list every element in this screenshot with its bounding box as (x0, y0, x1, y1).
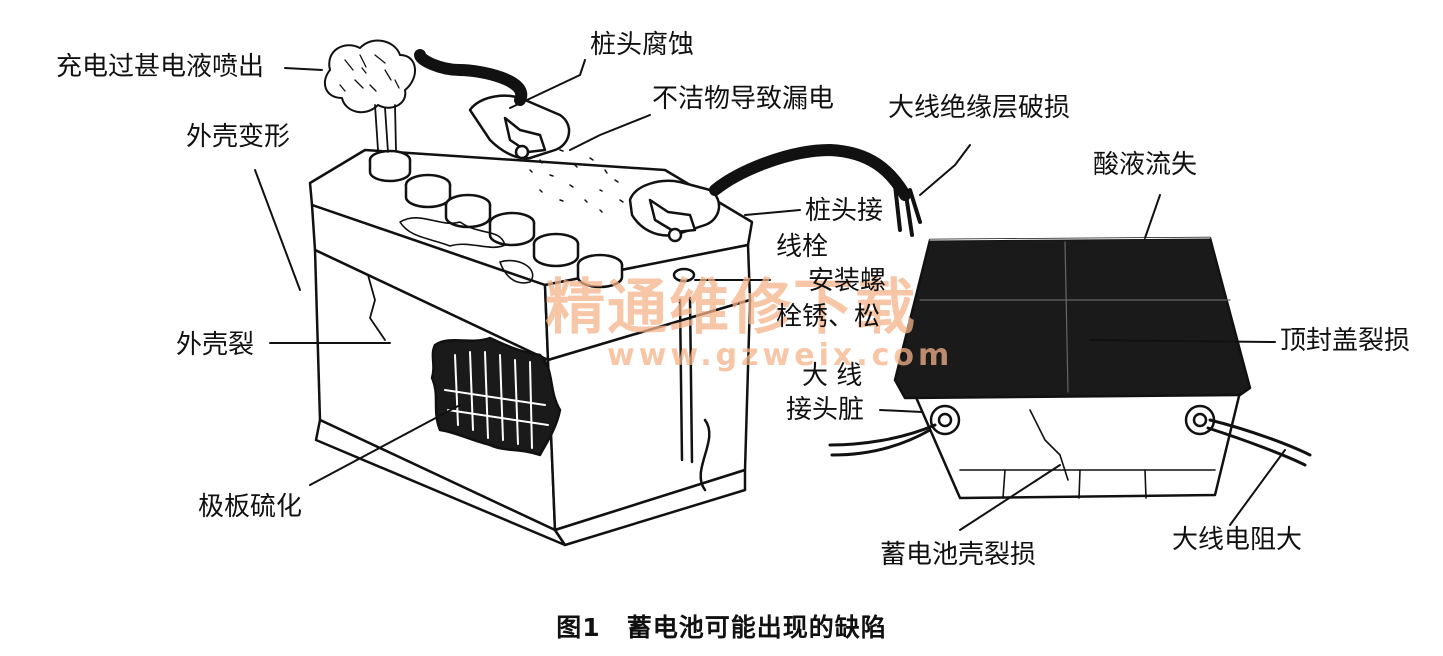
label-case-crack: 外壳裂 (176, 330, 255, 360)
label-top-cover: 顶封盖裂损 (1280, 326, 1411, 356)
left-battery (308, 39, 922, 547)
right-battery (828, 236, 1312, 500)
label-dirt-leakage: 不洁物导致漏电 (652, 84, 835, 114)
figure-caption: 图1 蓄电池可能出现的缺陷 (0, 608, 1443, 644)
label-cable-resistance: 大线电阻大 (1172, 525, 1303, 555)
label-battery-case-crack: 蓄电池壳裂损 (880, 540, 1037, 570)
battery-illustration (254, 39, 1312, 547)
label-overcharge-spray: 充电过甚电液喷出 (56, 52, 265, 82)
leader-lines (254, 59, 1286, 531)
watermark-text: 精通维修下载 (545, 273, 917, 343)
label-terminal-bolt-1: 桩头接 (805, 196, 884, 226)
figure-number: 图1 (556, 613, 601, 642)
label-terminal-bolt-2: 线栓 (776, 232, 829, 262)
watermark-url: www.gzweix.com (607, 338, 954, 373)
label-terminal-corrosion: 桩头腐蚀 (590, 30, 695, 60)
label-mount-bolt-2: 栓锈、松 (776, 302, 881, 332)
label-case-deform: 外壳变形 (186, 122, 291, 152)
label-plate-sulfation: 极板硫化 (198, 492, 303, 522)
figure-title: 蓄电池可能出现的缺陷 (626, 613, 887, 642)
label-acid-loss: 酸液流失 (1093, 150, 1198, 180)
label-cable-insulation: 大线绝缘层破损 (888, 93, 1071, 123)
label-cable-dirty-1: 大 线 (802, 361, 863, 391)
label-mount-bolt-1: 安装螺 (808, 266, 887, 296)
label-cable-dirty-2: 接头脏 (786, 395, 865, 425)
